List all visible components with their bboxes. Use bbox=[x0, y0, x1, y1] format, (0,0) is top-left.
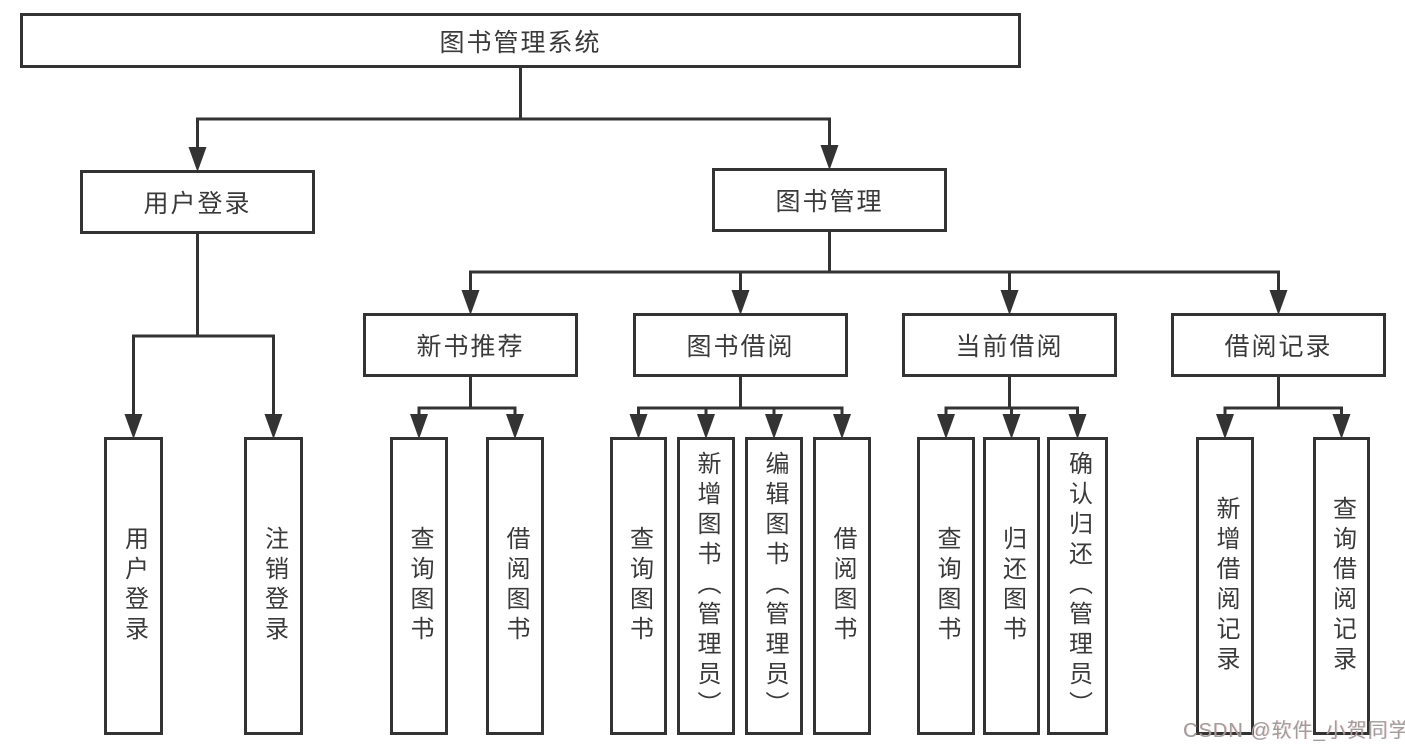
node-new-book-rec: 新书推荐 bbox=[363, 313, 578, 377]
node-bb-edit: 编辑图书（管理员） bbox=[745, 437, 803, 735]
node-ul-logout: 注销登录 bbox=[244, 437, 303, 735]
node-bb-add: 新增图书（管理员） bbox=[677, 437, 735, 735]
node-book-mgmt: 图书管理 bbox=[712, 168, 947, 232]
node-book-borrow: 图书借阅 bbox=[633, 313, 848, 377]
node-bb-query: 查询图书 bbox=[610, 437, 667, 735]
node-cb-query: 查询图书 bbox=[917, 437, 975, 735]
node-user-login: 用户登录 bbox=[80, 170, 315, 234]
node-cb-return: 归还图书 bbox=[983, 437, 1040, 735]
node-root: 图书管理系统 bbox=[20, 13, 1021, 68]
node-br-query: 查询借阅记录 bbox=[1313, 437, 1370, 735]
node-bb-borrow: 借阅图书 bbox=[813, 437, 871, 735]
node-nb-borrow: 借阅图书 bbox=[486, 437, 544, 735]
node-borrow-records: 借阅记录 bbox=[1171, 313, 1386, 377]
node-current-borrow: 当前借阅 bbox=[902, 313, 1117, 377]
node-cb-confirm: 确认归还（管理员） bbox=[1047, 437, 1108, 735]
node-br-add: 新增借阅记录 bbox=[1196, 437, 1254, 735]
node-ul-login: 用户登录 bbox=[104, 437, 163, 735]
watermark: CSDN @软件_小贺同学 bbox=[1183, 720, 1405, 742]
node-nb-query: 查询图书 bbox=[390, 437, 448, 735]
